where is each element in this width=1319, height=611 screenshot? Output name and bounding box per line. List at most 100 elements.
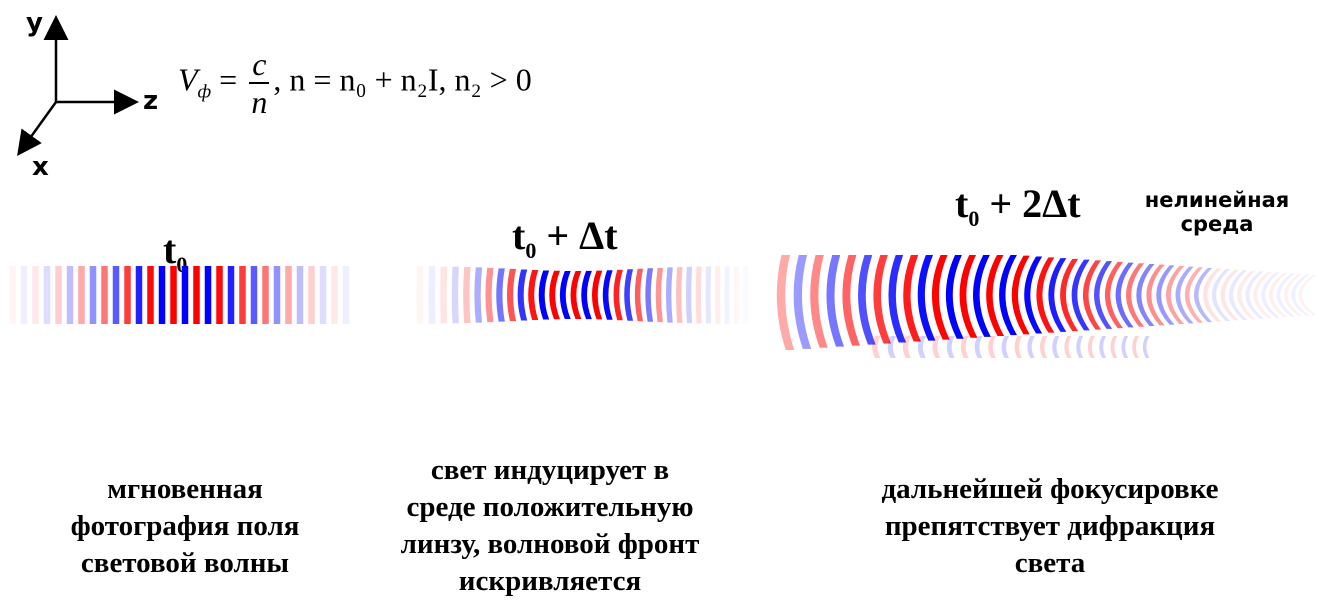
wave-stripe [158,266,166,324]
wave-stripe [1175,266,1194,324]
wave-stripe [776,255,795,350]
wave-stripe [181,266,189,324]
wave-stripe [285,266,292,324]
axes-diagram [17,15,139,157]
wave-stripe [485,267,494,323]
wave-stripe [665,267,673,323]
wave-stripe [903,255,921,342]
wave-stripe [1126,263,1145,327]
wave-stripe [634,268,644,322]
formula-denominator: n [251,84,268,120]
wave-stripe [331,266,338,324]
wave-stripe [676,267,683,323]
diffraction-wing [917,336,926,358]
wave-stripe [645,268,654,322]
diffraction-wing [1064,336,1072,358]
diffraction-wing [974,336,983,358]
wave-stripe [999,255,1018,336]
wave-stripe [342,266,350,324]
wave-stripe [743,266,748,324]
wave-stripe [1291,274,1310,316]
x-axis [17,101,58,157]
wave-stripe [528,270,539,320]
diffraction-wing [960,336,969,358]
wave-stripe [135,266,143,324]
wave-stripe [1024,256,1043,334]
wave-stripe [624,269,634,321]
wave-stripe [9,266,16,324]
wave-stripe [1071,259,1090,331]
wave-stripe [1268,272,1288,318]
wave-stripe [538,270,550,320]
diffraction-wing [1014,336,1023,358]
wave-stripe [32,266,39,324]
wave-stripe [262,266,269,324]
wave-stripe [1193,267,1213,323]
wave-stripe [873,255,892,344]
y-axis-label: y [26,8,43,38]
wave-stripe [1011,255,1030,335]
diffraction-wing [872,336,881,358]
wave-stripe [842,255,861,346]
wave-stripe [591,270,603,320]
wave-stripe [1276,273,1296,317]
wave-stripe [570,270,582,320]
diffraction-wing [1001,336,1010,358]
wave-stripe [714,266,721,324]
wave-stripe [686,266,693,324]
wave-stripe [581,270,592,320]
wave-stripe [1253,271,1272,319]
wave-stripe [66,266,74,324]
wave-stripe [986,255,1005,337]
wave-stripe [204,266,212,324]
diffraction-wing [1027,336,1035,358]
wave-stripe [1165,265,1185,325]
wave-stripe [1136,263,1155,327]
wave-stripe [227,266,235,324]
wave-stripe [1115,262,1134,328]
wave-stripe [170,266,177,324]
wave-stripe [296,266,304,324]
wave-stripe [917,255,936,341]
wave-stripe [945,255,964,339]
wave-stripe [888,255,907,343]
wave-stripe [1082,260,1102,330]
diffraction-wing [902,336,912,358]
wave-stripe [463,267,471,323]
nonlinear-medium-label: нелинейная среда [1144,188,1290,237]
formula-lhs: V [178,61,198,98]
wave-stripe [826,255,845,347]
wave-stripe [1060,258,1079,332]
diffraction-wing [1121,336,1129,358]
wave-stripe [416,266,424,324]
wave-stripe [308,266,315,324]
diffraction-wing [1052,336,1060,358]
time-label-2: t0 + Δt [512,213,618,263]
z-axis-label: z [143,86,159,116]
wave-stripe [1184,267,1204,323]
wave-stripe [959,255,978,338]
wave-stripe [559,270,571,320]
wave-stripe [89,266,97,324]
wave-packet-t0 [9,266,350,324]
diffraction-wing [887,336,896,358]
wave-stripe [705,266,712,324]
diffraction-wing [1076,336,1084,358]
wave-stripe [1036,257,1055,333]
wave-stripe [810,255,828,348]
formula-rest: , n = n₀ + n₂I, n₂ > 0 [273,61,532,98]
wave-stripe [273,266,281,324]
caption-2: свет индуцирует в среде положительную ли… [400,454,700,598]
wave-stripe [1211,269,1231,321]
wave-packet-t0-plus-dt [416,266,748,324]
wave-stripe [506,268,517,322]
diffraction-wing [946,336,955,358]
wave-stripe [1202,268,1222,322]
wave-stripe [972,255,991,337]
diffraction-wing [932,336,941,358]
diffraction-wing [1132,336,1139,358]
wave-stripe [193,266,200,324]
wave-stripe [1245,271,1264,319]
